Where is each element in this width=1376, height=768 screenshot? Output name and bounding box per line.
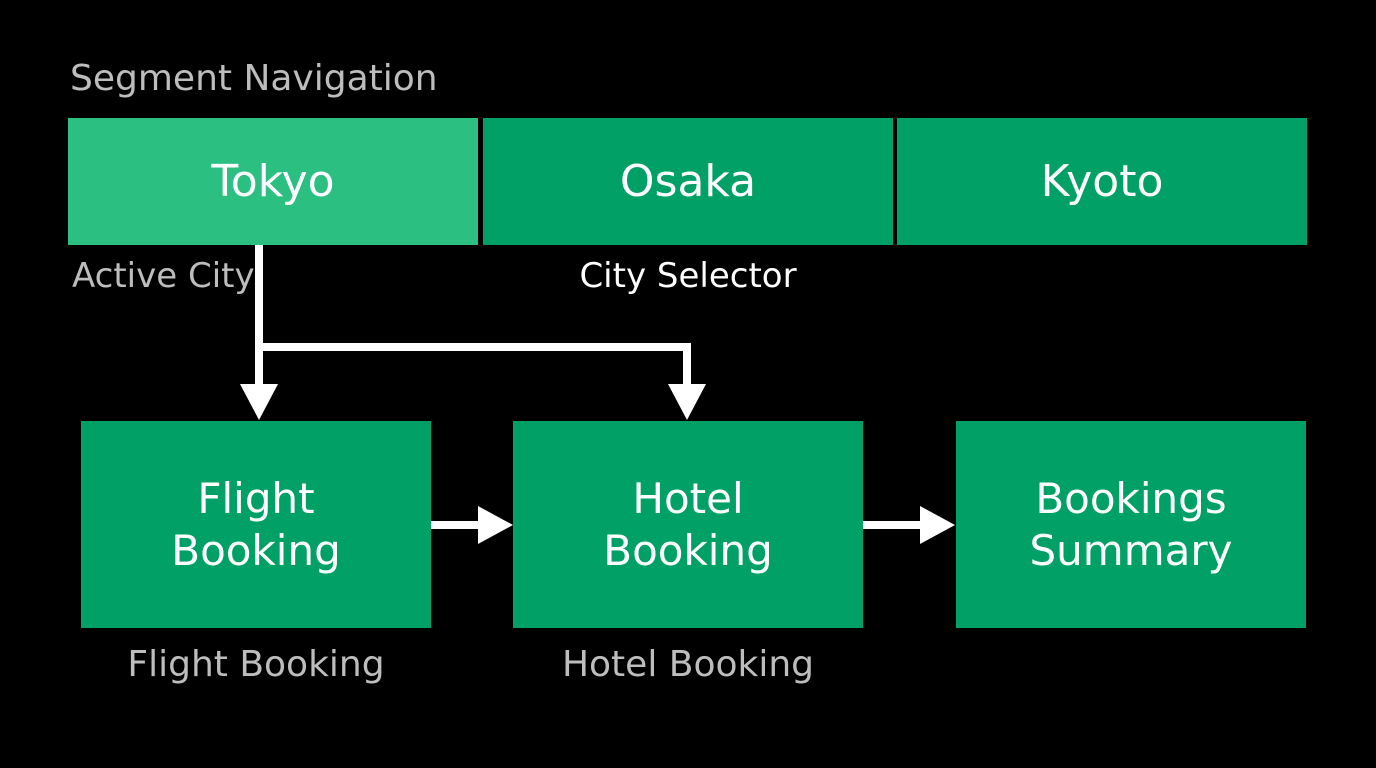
- hotel-booking-box[interactable]: Hotel Booking: [513, 421, 863, 628]
- flight-booking-caption: Flight Booking: [127, 644, 385, 685]
- arrow-tokyo-to-hotel: [259, 343, 706, 420]
- segment-tokyo[interactable]: Tokyo: [68, 118, 478, 245]
- arrow-hotel-to-summary: [863, 506, 955, 544]
- segment-osaka[interactable]: Osaka: [483, 118, 893, 245]
- active-city-caption: Active City: [72, 256, 255, 296]
- flight-booking-box[interactable]: Flight Booking: [81, 421, 431, 628]
- segment-kyoto[interactable]: Kyoto: [897, 118, 1307, 245]
- city-selector-caption: City Selector: [579, 256, 797, 296]
- diagram-title: Segment Navigation: [70, 58, 438, 99]
- arrow-flight-to-hotel: [431, 506, 513, 544]
- bookings-summary-box[interactable]: Bookings Summary: [956, 421, 1306, 628]
- hotel-booking-caption: Hotel Booking: [561, 644, 815, 685]
